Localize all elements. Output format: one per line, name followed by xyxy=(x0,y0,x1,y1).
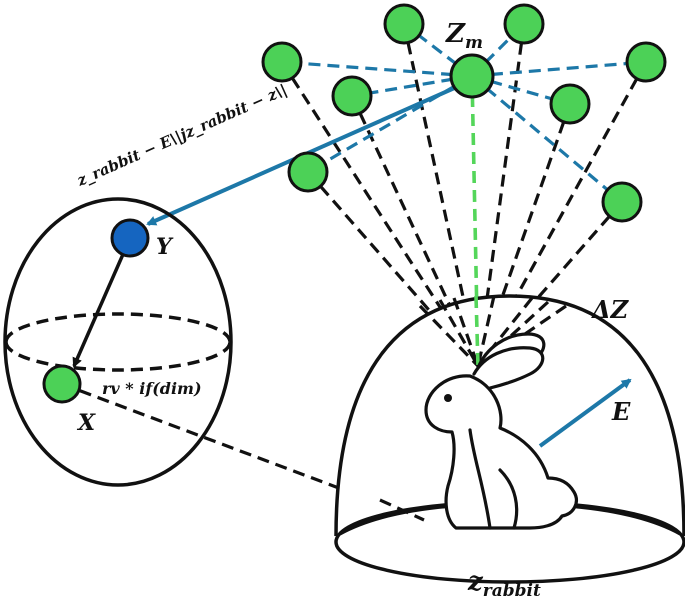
inner-link-x xyxy=(379,498,425,522)
rabbit-icon xyxy=(424,332,578,530)
label-rv: rv * if(dim) xyxy=(102,379,202,398)
y-to-x-arrow xyxy=(72,251,126,368)
node-6 xyxy=(549,83,591,125)
zm-link-8 xyxy=(470,74,624,204)
node-2 xyxy=(383,3,425,45)
node-8 xyxy=(601,181,643,223)
label-z-rabbit: zrabbit xyxy=(467,567,541,601)
link-node-1 xyxy=(280,61,480,367)
zm-link-4 xyxy=(471,60,647,78)
label-delta-z: ΔZ xyxy=(591,295,630,324)
node-5 xyxy=(331,75,373,117)
rabbit-body xyxy=(424,374,578,530)
inner-link-4 xyxy=(476,297,534,367)
dome-outline xyxy=(334,294,685,537)
node-zm xyxy=(449,53,495,99)
ellipsoid-equator-back xyxy=(4,312,232,343)
rabbit-eye xyxy=(444,394,452,402)
inner-link-1 xyxy=(418,304,480,368)
node-7 xyxy=(287,151,329,193)
inner-green-link xyxy=(474,295,480,367)
label-e: E xyxy=(611,397,631,426)
ellipsoid-equator-front xyxy=(4,341,232,372)
node-1 xyxy=(261,41,303,83)
zm-link-7 xyxy=(307,74,473,174)
zm-link-2 xyxy=(403,22,473,78)
label-y: Y xyxy=(156,234,174,260)
node-4 xyxy=(625,41,667,83)
node-x xyxy=(42,364,82,404)
inner-link-2 xyxy=(452,297,480,367)
node-y xyxy=(110,218,150,258)
rabbit-ear-front xyxy=(472,346,545,390)
rabbit-front-leg xyxy=(468,428,492,530)
link-x-to-rabbit xyxy=(61,382,425,522)
zm-to-rabbit-link xyxy=(470,75,480,367)
inner-link-3 xyxy=(476,295,496,367)
rabbit-hind-leg xyxy=(498,468,519,530)
left-ellipsoid xyxy=(3,197,233,487)
zm-link-1 xyxy=(281,60,473,78)
e-arrow xyxy=(538,378,632,448)
label-x: X xyxy=(76,410,96,436)
node-3 xyxy=(503,3,545,45)
neighbor-nodes xyxy=(42,3,667,404)
dome xyxy=(334,294,685,584)
inner-link-6 xyxy=(438,299,480,367)
label-zm: Zm xyxy=(445,19,483,53)
